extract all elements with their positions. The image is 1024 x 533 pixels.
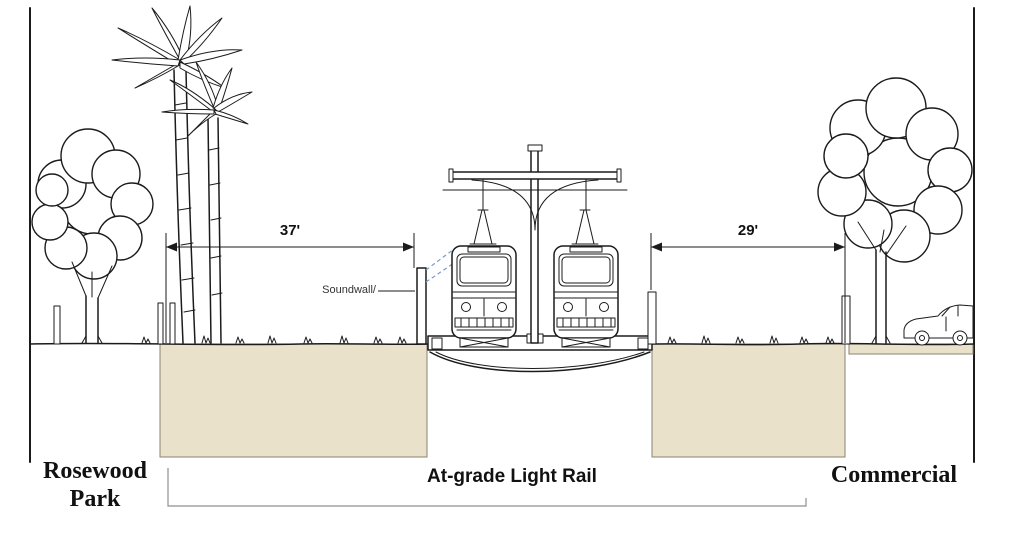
headlight xyxy=(599,302,609,312)
palm-trees xyxy=(111,5,253,344)
destination-sign xyxy=(467,246,501,253)
pantograph-left xyxy=(469,209,497,245)
fence-post-left-b xyxy=(169,302,176,345)
palm-trunk-rings xyxy=(174,102,196,313)
anticlimber xyxy=(454,317,514,328)
bottom-bracket xyxy=(167,468,807,507)
windshield xyxy=(558,253,614,287)
grass xyxy=(141,335,835,344)
tree-right xyxy=(817,77,973,344)
anticlimber xyxy=(556,317,616,328)
headlight xyxy=(497,302,507,312)
frame-borders xyxy=(29,7,975,463)
wall-commercial-edge xyxy=(841,295,851,345)
soundwall-guide-dash-b xyxy=(425,262,455,283)
train-left xyxy=(451,209,517,348)
label-rosewood-line2: Park xyxy=(69,485,121,512)
fence-post-left-a xyxy=(157,302,164,345)
dimension-label-37ft: 37' xyxy=(279,222,301,239)
label-soundwall: Soundwall/ xyxy=(322,284,376,296)
headlight xyxy=(563,302,573,312)
car xyxy=(903,304,974,346)
headlight xyxy=(461,302,471,312)
label-commercial: Commercial xyxy=(830,462,958,488)
soundwall-right xyxy=(647,291,657,345)
dimension-label-29ft: 29' xyxy=(737,222,759,239)
park-post xyxy=(53,305,61,345)
ground-line xyxy=(29,342,975,346)
label-rosewood-line1: Rosewood xyxy=(42,458,147,484)
dimension-right xyxy=(650,233,846,343)
train-right xyxy=(553,209,619,348)
tree-left xyxy=(31,128,154,344)
palm-fronds-short xyxy=(161,61,253,137)
destination-sign xyxy=(569,246,603,253)
mast-cap xyxy=(527,144,543,152)
ground-fill xyxy=(159,343,974,458)
windshield xyxy=(456,253,512,287)
cross-arm xyxy=(451,171,619,180)
label-at-grade-light-rail: At-grade Light Rail xyxy=(427,466,597,487)
palm-fronds-tall xyxy=(111,5,243,89)
label-rosewood-park: Rosewood Park xyxy=(20,458,170,513)
soundwalls-and-posts xyxy=(53,245,851,345)
catenary xyxy=(442,144,628,344)
dimension-left xyxy=(165,233,415,343)
wire-drops xyxy=(482,178,587,211)
soundwall-left xyxy=(416,267,427,345)
pantograph-right xyxy=(571,209,599,245)
